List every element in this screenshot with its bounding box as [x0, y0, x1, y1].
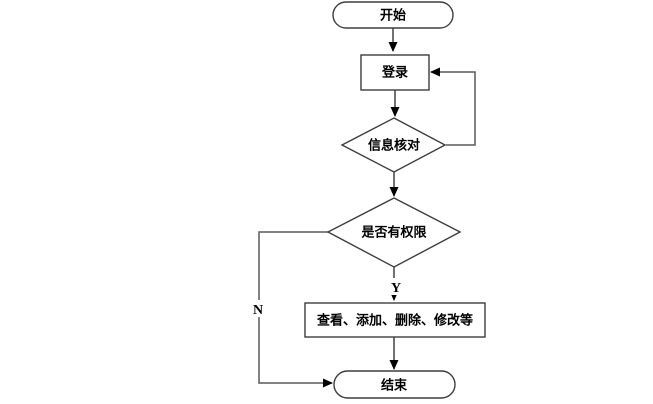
- node-operations: [304, 302, 486, 338]
- yes-label-backing: [388, 278, 405, 295]
- node-operations-label: 查看、添加、删除、修改等: [316, 313, 473, 329]
- node-end: [333, 370, 456, 399]
- node-end-label: 结束: [381, 378, 408, 394]
- node-verify-label: 信息核对: [368, 138, 420, 154]
- node-permission-label: 是否有权限: [360, 225, 427, 241]
- node-login-label: 登录: [381, 65, 408, 81]
- node-start-label: 开始: [380, 8, 406, 24]
- yes-branch-label: Y: [391, 281, 401, 296]
- edge-verify-loop-to-login: [430, 67, 476, 146]
- no-label-backing: [250, 300, 267, 317]
- no-branch-label: N: [253, 303, 263, 318]
- node-permission: [326, 197, 462, 268]
- node-verify: [340, 117, 447, 173]
- node-login: [360, 54, 430, 91]
- node-start: [332, 1, 454, 29]
